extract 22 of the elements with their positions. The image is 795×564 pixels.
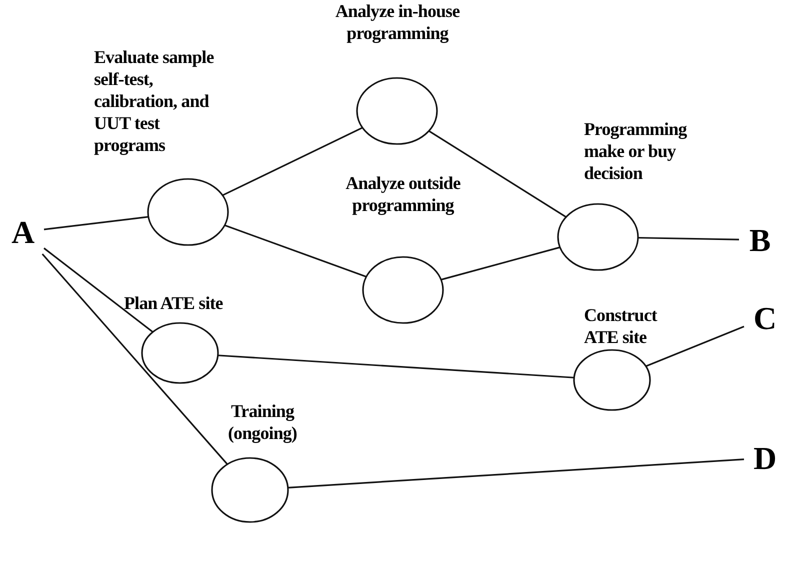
connector-line: [42, 253, 228, 465]
node-letter: C: [753, 302, 777, 334]
node-label: Programming make or buy decision: [584, 118, 688, 184]
node-label: Training (ongoing): [227, 400, 298, 444]
connector-line: [224, 224, 367, 278]
connector-line: [428, 130, 567, 218]
connector-line: [218, 354, 574, 378]
connector-line: [222, 126, 363, 196]
connector-line: [440, 246, 560, 280]
connector-line: [288, 458, 744, 488]
connector-line: [44, 216, 149, 230]
node-label: Plan ATE site: [124, 292, 224, 314]
node-label: Evaluate sample self-test, calibration, and UUT test programs: [94, 46, 215, 156]
connector-line: [44, 248, 154, 333]
node-label: Construct ATE site: [584, 304, 658, 348]
connector-line: [638, 236, 740, 240]
connector-line: [646, 326, 744, 368]
node-letter: A: [11, 216, 35, 248]
node-letter: B: [749, 224, 771, 256]
node-letter: D: [753, 442, 777, 474]
node-label: Analyze in-house programming: [334, 0, 461, 44]
node-label: Analyze outside programming: [344, 172, 462, 216]
